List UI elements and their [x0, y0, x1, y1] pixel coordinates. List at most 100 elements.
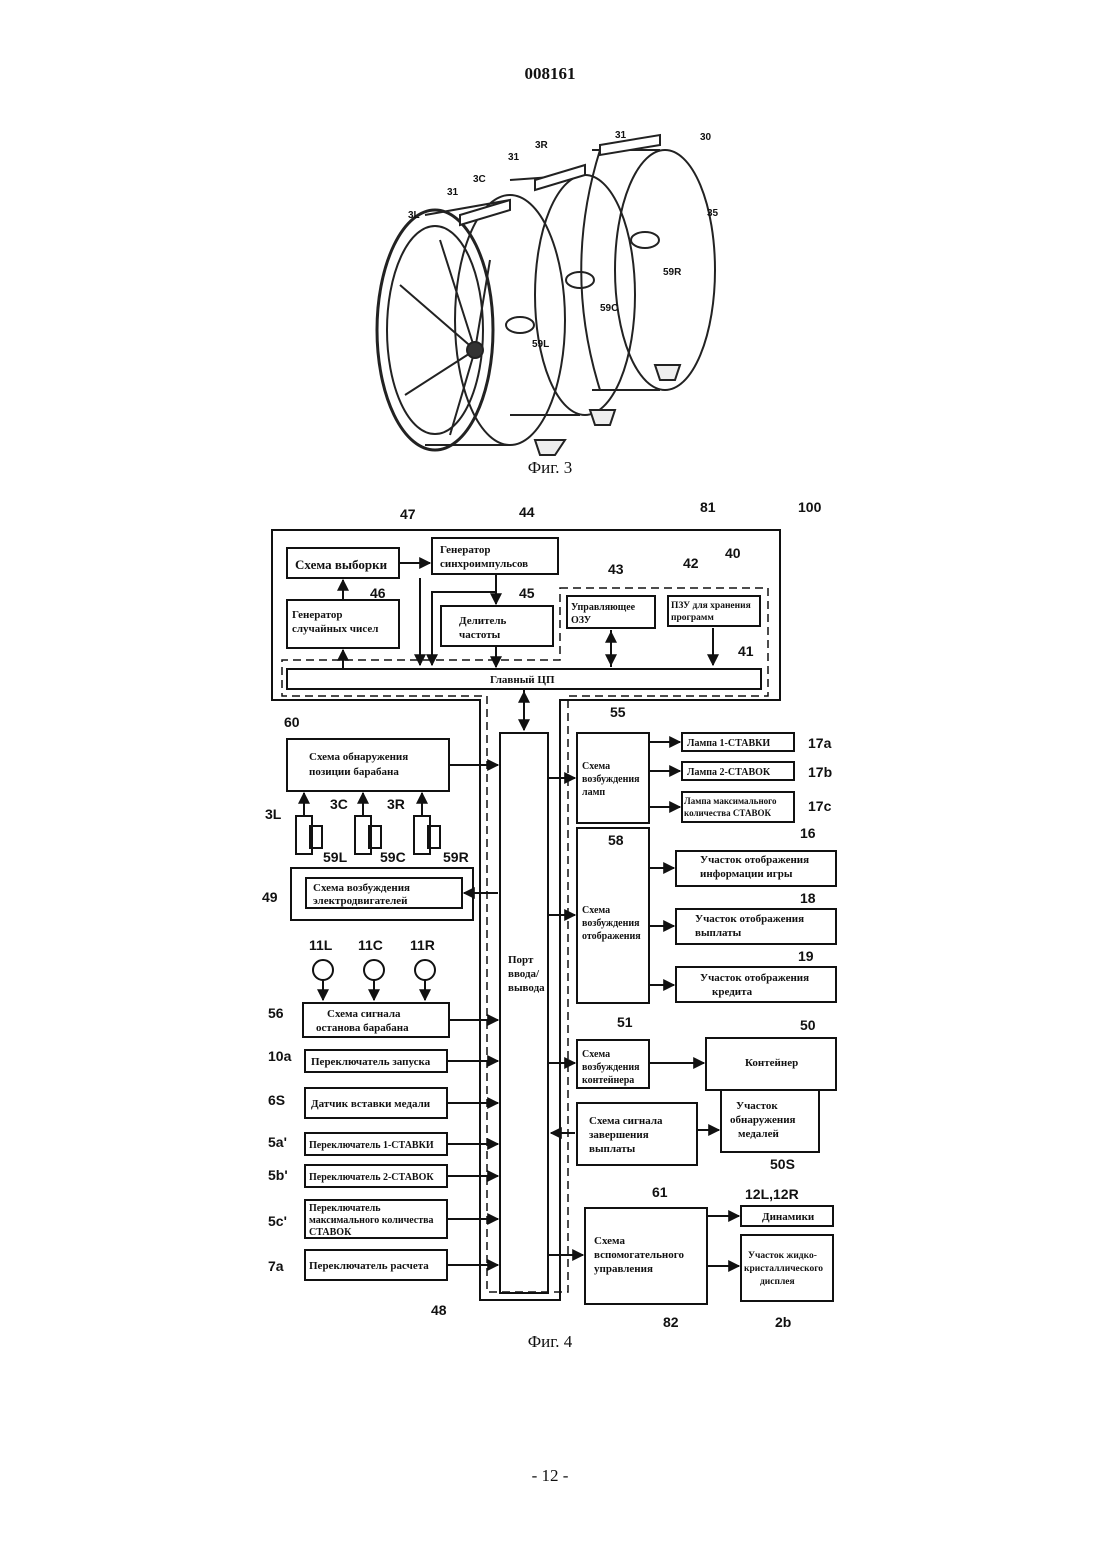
svg-text:Делитель: Делитель: [459, 615, 507, 627]
svg-text:11R: 11R: [410, 937, 435, 953]
svg-text:СТАВОК: СТАВОК: [309, 1227, 352, 1238]
svg-text:46: 46: [370, 585, 386, 601]
svg-text:17b: 17b: [808, 764, 832, 780]
svg-text:синхроимпульсов: синхроимпульсов: [440, 558, 528, 570]
svg-text:11L: 11L: [309, 937, 333, 953]
svg-text:60: 60: [284, 714, 300, 730]
block-reel-position: [287, 739, 449, 791]
text-cpu: Главный ЦП: [490, 674, 555, 686]
svg-text:11C: 11C: [358, 937, 383, 953]
svg-text:медалей: медалей: [738, 1128, 779, 1140]
figure-4-caption: Фиг. 4: [0, 1332, 1100, 1352]
svg-text:Схема сигнала: Схема сигнала: [589, 1115, 663, 1127]
svg-text:Схема: Схема: [594, 1235, 625, 1247]
svg-text:Управляющее: Управляющее: [571, 602, 636, 613]
svg-text:17c: 17c: [808, 798, 832, 814]
svg-text:Участок жидко-: Участок жидко-: [748, 1251, 817, 1261]
svg-text:ввода/: ввода/: [508, 968, 540, 980]
svg-text:вспомогательного: вспомогательного: [594, 1249, 684, 1261]
svg-text:81: 81: [700, 499, 716, 515]
svg-text:Схема возбуждения: Схема возбуждения: [313, 882, 410, 894]
svg-text:Схема сигнала: Схема сигнала: [327, 1008, 401, 1020]
svg-text:Генератор: Генератор: [440, 544, 490, 556]
svg-text:16: 16: [800, 825, 816, 841]
svg-text:отображения: отображения: [582, 931, 641, 942]
block-motor-frame: [291, 868, 473, 920]
svg-text:44: 44: [519, 504, 535, 520]
svg-text:17a: 17a: [808, 735, 832, 751]
svg-text:18: 18: [800, 890, 816, 906]
svg-text:Переключатель: Переключатель: [309, 1203, 381, 1214]
svg-text:Лампа 1-СТАВКИ: Лампа 1-СТАВКИ: [687, 738, 770, 749]
svg-text:100: 100: [798, 499, 822, 515]
svg-text:49: 49: [262, 889, 278, 905]
svg-text:Схема: Схема: [582, 905, 610, 916]
svg-text:Переключатель расчета: Переключатель расчета: [309, 1260, 429, 1272]
svg-text:контейнера: контейнера: [582, 1075, 634, 1086]
svg-text:10a: 10a: [268, 1048, 292, 1064]
svg-text:56: 56: [268, 1005, 284, 1021]
svg-text:43: 43: [608, 561, 624, 577]
svg-text:48: 48: [431, 1302, 447, 1318]
svg-text:58: 58: [608, 832, 624, 848]
svg-text:кредита: кредита: [712, 986, 753, 998]
svg-text:завершения: завершения: [589, 1129, 649, 1141]
svg-text:обнаружения: обнаружения: [730, 1114, 796, 1126]
svg-text:возбуждения: возбуждения: [582, 918, 640, 929]
svg-text:42: 42: [683, 555, 699, 571]
svg-text:82: 82: [663, 1314, 679, 1330]
svg-text:Схема обнаружения: Схема обнаружения: [309, 751, 408, 763]
svg-text:Участок: Участок: [736, 1100, 778, 1112]
svg-text:Схема: Схема: [582, 1049, 610, 1060]
svg-text:информации игры: информации игры: [700, 868, 793, 880]
svg-text:40: 40: [725, 545, 741, 561]
svg-text:41: 41: [738, 643, 754, 659]
svg-text:позиции барабана: позиции барабана: [309, 766, 399, 778]
svg-text:выплаты: выплаты: [589, 1143, 636, 1155]
svg-text:Участок отображения: Участок отображения: [695, 913, 804, 925]
svg-text:Переключатель 1-СТАВКИ: Переключатель 1-СТАВКИ: [309, 1140, 434, 1151]
svg-text:останова барабана: останова барабана: [316, 1022, 409, 1034]
svg-text:59L: 59L: [323, 849, 348, 865]
svg-text:2b: 2b: [775, 1314, 791, 1330]
svg-text:5a': 5a': [268, 1134, 287, 1150]
svg-text:Участок отображения: Участок отображения: [700, 972, 809, 984]
svg-text:Динамики: Динамики: [762, 1211, 815, 1223]
svg-text:количества СТАВОК: количества СТАВОК: [684, 808, 771, 818]
svg-text:программ: программ: [671, 613, 714, 623]
block-io-port: [500, 733, 548, 1293]
svg-text:19: 19: [798, 948, 814, 964]
svg-text:случайных чисел: случайных чисел: [292, 623, 378, 635]
svg-text:Переключатель запуска: Переключатель запуска: [311, 1056, 431, 1068]
svg-text:50S: 50S: [770, 1156, 795, 1172]
svg-text:6S: 6S: [268, 1092, 285, 1108]
svg-text:ламп: ламп: [582, 787, 605, 798]
svg-text:Участок отображения: Участок отображения: [700, 854, 809, 866]
svg-text:Лампа максимального: Лампа максимального: [684, 796, 777, 806]
page-footer: - 12 -: [0, 1466, 1100, 1486]
svg-text:вывода: вывода: [508, 982, 545, 994]
svg-text:Переключатель 2-СТАВОК: Переключатель 2-СТАВОК: [309, 1172, 434, 1183]
svg-text:возбуждения: возбуждения: [582, 774, 640, 785]
svg-text:47: 47: [400, 506, 416, 522]
svg-text:45: 45: [519, 585, 535, 601]
svg-text:частоты: частоты: [459, 629, 501, 641]
svg-text:55: 55: [610, 704, 626, 720]
svg-text:управления: управления: [594, 1263, 653, 1275]
svg-text:5c': 5c': [268, 1213, 287, 1229]
svg-text:Схема: Схема: [582, 761, 610, 772]
svg-text:Генератор: Генератор: [292, 609, 342, 621]
svg-text:Лампа 2-СТАВОК: Лампа 2-СТАВОК: [687, 767, 771, 778]
text-io-port: Порт: [508, 954, 534, 966]
svg-text:кристаллического: кристаллического: [744, 1264, 823, 1274]
svg-text:3R: 3R: [387, 796, 405, 812]
svg-text:Датчик вставки медали: Датчик вставки медали: [311, 1098, 431, 1110]
svg-text:электродвигателей: электродвигателей: [313, 895, 408, 907]
svg-text:5b': 5b': [268, 1167, 288, 1183]
svg-text:максимального количества: максимального количества: [309, 1215, 434, 1226]
svg-text:дисплея: дисплея: [760, 1277, 795, 1287]
svg-text:ПЗУ для хранения: ПЗУ для хранения: [671, 601, 751, 611]
svg-text:возбуждения: возбуждения: [582, 1062, 640, 1073]
svg-text:12L,12R: 12L,12R: [745, 1186, 799, 1202]
